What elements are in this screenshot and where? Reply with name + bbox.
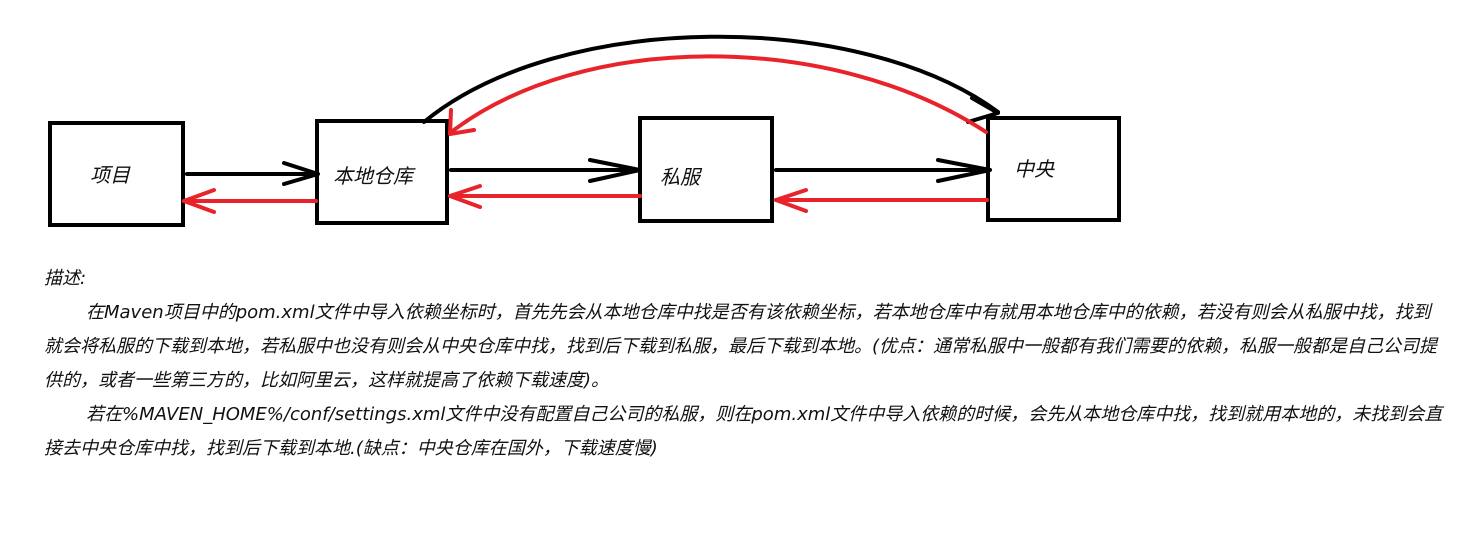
central-label: 中央 (1014, 157, 1054, 181)
local-repo-label: 本地仓库 (333, 164, 413, 188)
description-heading: 描述: (44, 268, 87, 289)
arrowhead-project-to-local (282, 161, 320, 186)
description-paragraph-2: 若在%MAVEN_HOME%/conf/settings.xml文件中没有配置自… (44, 404, 1443, 459)
private-server-box (638, 116, 774, 223)
arrowhead-local-to-project (182, 188, 216, 214)
private-server-label: 私服 (660, 165, 700, 189)
project-box (48, 121, 185, 227)
description-block: 描述: 在Maven项目中的pom.xml文件中导入依赖坐标时，首先先会从本地仓… (44, 262, 1444, 466)
project-label: 项目 (90, 163, 130, 187)
arrowhead-private-to-central (936, 158, 992, 183)
arrowhead-central-to-local-curve (448, 108, 476, 136)
arrow-local-to-central-curve (422, 34, 1000, 124)
arrowhead-private-to-local (448, 184, 482, 209)
description-paragraph-1: 在Maven项目中的pom.xml文件中导入依赖坐标时，首先先会从本地仓库中找是… (44, 302, 1438, 391)
arrowhead-central-to-private (774, 188, 808, 213)
arrowhead-local-to-private (588, 158, 642, 183)
